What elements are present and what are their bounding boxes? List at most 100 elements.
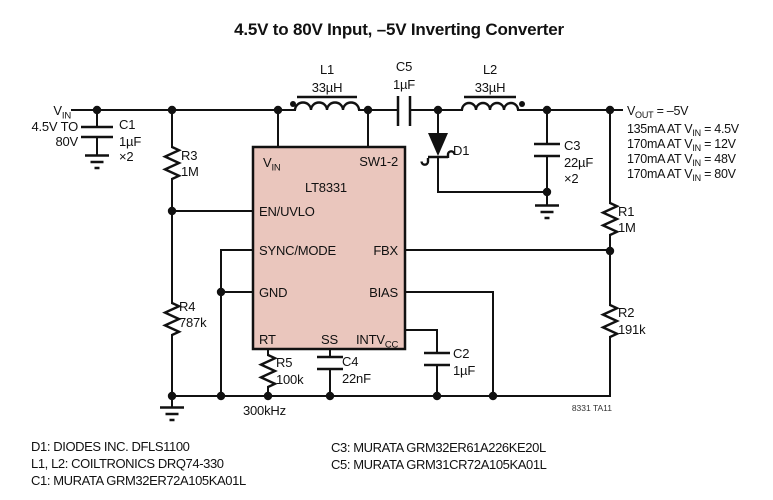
ground-symbol-c1 (85, 154, 109, 170)
vin-label: VIN (53, 103, 71, 122)
r4-ref: R4 (179, 299, 195, 314)
c5-value: 1µF (393, 77, 415, 92)
resistor-r2-symbol (600, 303, 620, 339)
l2-phase-dot (519, 101, 525, 107)
resistor-r3-symbol (162, 145, 182, 181)
pin-en-uvlo-label: EN/UVLO (259, 204, 315, 219)
capacitor-c4-symbol (317, 355, 343, 371)
vin-range-line1: 4.5V TO (31, 119, 78, 134)
junction-dot (167, 105, 177, 115)
output-labels: VOUT = –5V 135mA AT VIN = 4.5V 170mA AT … (627, 104, 740, 183)
note-line: D1: DIODES INC. DFLS1100 (31, 439, 190, 454)
vout-spec-line: 170mA AT VIN = 80V (627, 167, 737, 183)
l2-ref: L2 (483, 62, 497, 77)
r2-value: 191k (618, 322, 646, 337)
junction-dots (92, 105, 615, 401)
figure-id-label: 8331 TA11 (572, 403, 612, 413)
vout-spec-line: 135mA AT VIN = 4.5V (627, 122, 740, 138)
l1-ref: L1 (320, 62, 334, 77)
pin-gnd-label: GND (259, 285, 287, 300)
junction-dot (92, 105, 102, 115)
junction-dot (363, 105, 373, 115)
ic-lt8331-body (251, 145, 407, 351)
diode-d1-triangle (428, 133, 448, 156)
r5-value: 100k (276, 372, 304, 387)
d1-ref: D1 (453, 143, 469, 158)
l1-value: 33µH (312, 80, 343, 95)
note-line: L1, L2: COILTRONICS DRQ74-330 (31, 456, 224, 471)
junction-dot (605, 105, 615, 115)
l1-phase-dot (290, 101, 296, 107)
pin-sync-mode-label: SYNC/MODE (259, 243, 336, 258)
junction-dot (433, 105, 443, 115)
c1-mult: ×2 (119, 149, 133, 164)
component-labels: C1 1µF ×2 R3 1M R4 787k L1 33µH C5 1µF L… (119, 59, 646, 418)
schematic-title: 4.5V to 80V Input, –5V Inverting Convert… (234, 20, 564, 39)
circuit-wires (71, 109, 623, 408)
bom-notes: D1: DIODES INC. DFLS1100 L1, L2: COILTRO… (31, 439, 547, 488)
capacitor-c5-symbol (396, 96, 412, 126)
input-labels: VIN 4.5V TO 80V (31, 103, 78, 149)
junction-dot (488, 391, 498, 401)
r3-ref: R3 (181, 148, 197, 163)
c3-value: 22µF (564, 155, 593, 170)
ground-symbol-main (160, 406, 184, 422)
pin-fbx-label: FBX (373, 243, 398, 258)
c3-ref: C3 (564, 138, 580, 153)
c5-ref: C5 (396, 59, 412, 74)
junction-dot (167, 391, 177, 401)
capacitor-c3-symbol (534, 142, 560, 158)
junction-dot (216, 287, 226, 297)
junction-dot (325, 391, 335, 401)
resistor-r1-symbol (600, 201, 620, 237)
vout-spec-line: 170mA AT VIN = 48V (627, 152, 737, 168)
r3-value: 1M (181, 164, 199, 179)
ground-symbols (85, 154, 559, 422)
junction-dot (605, 246, 615, 256)
inductors (290, 95, 525, 111)
c2-ref: C2 (453, 346, 469, 361)
r1-value: 1M (618, 220, 636, 235)
c3-mult: ×2 (564, 171, 578, 186)
c1-ref: C1 (119, 117, 135, 132)
note-line: C5: MURATA GRM31CR72A105KA01L (331, 457, 547, 472)
inductor-l1-symbol (293, 101, 361, 111)
vin-range-line2: 80V (55, 134, 78, 149)
junction-dot (273, 105, 283, 115)
junction-dot (432, 391, 442, 401)
ic-part-label: LT8331 (305, 180, 347, 195)
r4-value: 787k (179, 315, 207, 330)
resistors (162, 145, 620, 389)
r5-ref: R5 (276, 355, 292, 370)
junction-dot (216, 391, 226, 401)
c2-value: 1µF (453, 363, 475, 378)
junction-dot (263, 391, 273, 401)
diode-d1-schottky-bar (420, 150, 456, 166)
junction-dot (542, 105, 552, 115)
note-line: C3: MURATA GRM32ER61A226KE20L (331, 440, 546, 455)
switching-freq-label: 300kHz (243, 403, 286, 418)
capacitors (81, 96, 560, 371)
vout-spec-line: 170mA AT VIN = 12V (627, 137, 737, 153)
vout-label: VOUT = –5V (627, 104, 689, 120)
capacitor-c2-symbol (424, 351, 450, 367)
pin-vin-label: VIN (263, 155, 281, 174)
resistor-r5-symbol (258, 353, 278, 389)
l2-value: 33µH (475, 80, 506, 95)
junction-dot (542, 187, 552, 197)
pin-rt-label: RT (259, 332, 276, 347)
diode-d1 (420, 133, 456, 166)
junction-dot (167, 206, 177, 216)
c4-value: 22nF (342, 371, 371, 386)
r2-ref: R2 (618, 305, 634, 320)
ic-pin-labels: VIN SW1-2 LT8331 EN/UVLO SYNC/MODE GND R… (259, 154, 399, 351)
pin-sw12-label: SW1-2 (359, 154, 398, 169)
pin-bias-label: BIAS (369, 285, 398, 300)
wires (71, 109, 623, 408)
r1-ref: R1 (618, 204, 634, 219)
ground-symbol-c3 (535, 204, 559, 220)
pin-intvcc-label: INTVCC (356, 332, 398, 351)
inductor-l2-symbol (460, 101, 520, 111)
